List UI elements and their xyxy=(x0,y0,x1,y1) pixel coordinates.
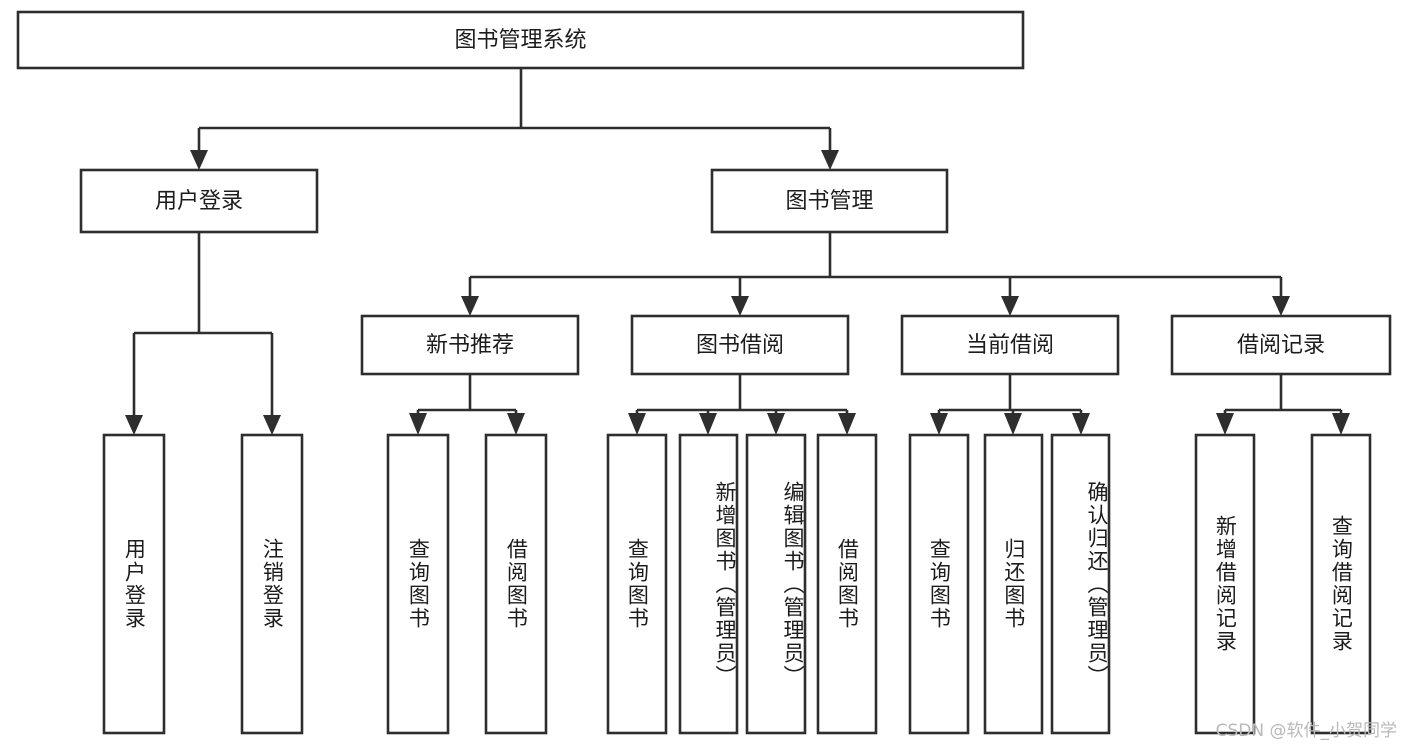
node-root-box[interactable] xyxy=(16,10,1025,70)
arrowhead-current-borrow xyxy=(1001,296,1019,316)
node-leaf-query-book-current-box[interactable] xyxy=(908,433,970,735)
node-leaf-logout-login-box[interactable] xyxy=(240,433,304,735)
arrowhead-borrow-record xyxy=(1272,296,1290,316)
node-leaf-return-book-box[interactable] xyxy=(983,433,1044,735)
node-new-book-recommend[interactable]: 新书推荐 xyxy=(360,314,580,376)
node-leaf-add-book-admin-box[interactable] xyxy=(678,433,739,735)
arrowhead-book-borrow xyxy=(731,296,749,316)
node-borrow-record-label: 借阅记录 xyxy=(1237,333,1325,358)
arrowhead-leaf-borrow-book-recommend xyxy=(507,413,525,435)
node-book-management-label: 图书管理 xyxy=(785,189,873,214)
arrowhead-leaf-query-book-borrow xyxy=(628,413,646,435)
edge-group-user-login-to-leaves xyxy=(125,232,281,435)
arrowhead-user-login xyxy=(190,150,208,170)
node-leaf-user-login-box[interactable] xyxy=(102,433,166,735)
edge-group-new-book-recommend-to-leaves xyxy=(409,374,525,435)
arrowhead-leaf-query-borrow-record xyxy=(1332,413,1350,435)
node-user-login-box[interactable] xyxy=(79,168,319,234)
csdn-watermark: CSDN @软件_小贺同学 xyxy=(1215,721,1397,741)
arrowhead-leaf-confirm-return-admin xyxy=(1072,413,1090,435)
node-leaf-edit-book-admin-box[interactable] xyxy=(745,433,807,735)
arrowhead-leaf-query-book-recommend xyxy=(409,413,427,435)
node-user-login[interactable]: 用户登录 xyxy=(79,168,319,234)
arrowhead-leaf-borrow-book xyxy=(838,413,856,435)
node-user-login-label: 用户登录 xyxy=(155,189,243,214)
node-current-borrow-label: 当前借阅 xyxy=(966,333,1054,358)
node-borrow-record-box[interactable] xyxy=(1170,314,1392,376)
node-book-borrow-label: 图书借阅 xyxy=(696,333,784,358)
node-book-borrow-box[interactable] xyxy=(630,314,850,376)
arrowhead-leaf-add-book-admin xyxy=(699,413,717,435)
edge-group-current-borrow-to-leaves xyxy=(930,374,1090,435)
node-new-book-recommend-box[interactable] xyxy=(360,314,580,376)
node-new-book-recommend-label: 新书推荐 xyxy=(426,333,514,358)
node-leaf-borrow-book-box[interactable] xyxy=(816,433,878,735)
edge-group-book-borrow-to-leaves xyxy=(628,374,856,435)
node-borrow-record[interactable]: 借阅记录 xyxy=(1170,314,1392,376)
node-book-management[interactable]: 图书管理 xyxy=(710,168,949,234)
arrowhead-leaf-add-borrow-record xyxy=(1216,413,1234,435)
node-leaf-query-book-recommend-box[interactable] xyxy=(386,433,450,735)
arrowhead-leaf-return-book xyxy=(1004,413,1022,435)
node-leaf-query-book-borrow-box[interactable] xyxy=(606,433,668,735)
edge-group-root-to-level2 xyxy=(190,68,839,170)
arrowhead-new-book-recommend xyxy=(461,296,479,316)
arrowhead-leaf-user-login xyxy=(125,415,143,435)
edge-group-borrow-record-to-leaves xyxy=(1216,374,1350,435)
node-book-borrow[interactable]: 图书借阅 xyxy=(630,314,850,376)
node-leaf-query-borrow-record-box[interactable] xyxy=(1310,433,1372,735)
node-root-label: 图书管理系统 xyxy=(454,28,586,53)
arrowhead-leaf-edit-book-admin xyxy=(767,413,785,435)
node-leaf-add-borrow-record-box[interactable] xyxy=(1194,433,1256,735)
node-root[interactable]: 图书管理系统 xyxy=(16,10,1025,70)
node-leaf-confirm-return-admin-box[interactable] xyxy=(1050,433,1111,735)
arrowhead-leaf-logout-login xyxy=(263,415,281,435)
edge-group-book-management-to-level3 xyxy=(461,232,1290,316)
node-book-management-box[interactable] xyxy=(710,168,949,234)
arrowhead-book-management xyxy=(821,150,839,170)
arrowhead-leaf-query-book-current xyxy=(930,413,948,435)
node-current-borrow-box[interactable] xyxy=(900,314,1120,376)
node-leaf-borrow-book-recommend-box[interactable] xyxy=(484,433,548,735)
node-current-borrow[interactable]: 当前借阅 xyxy=(900,314,1120,376)
